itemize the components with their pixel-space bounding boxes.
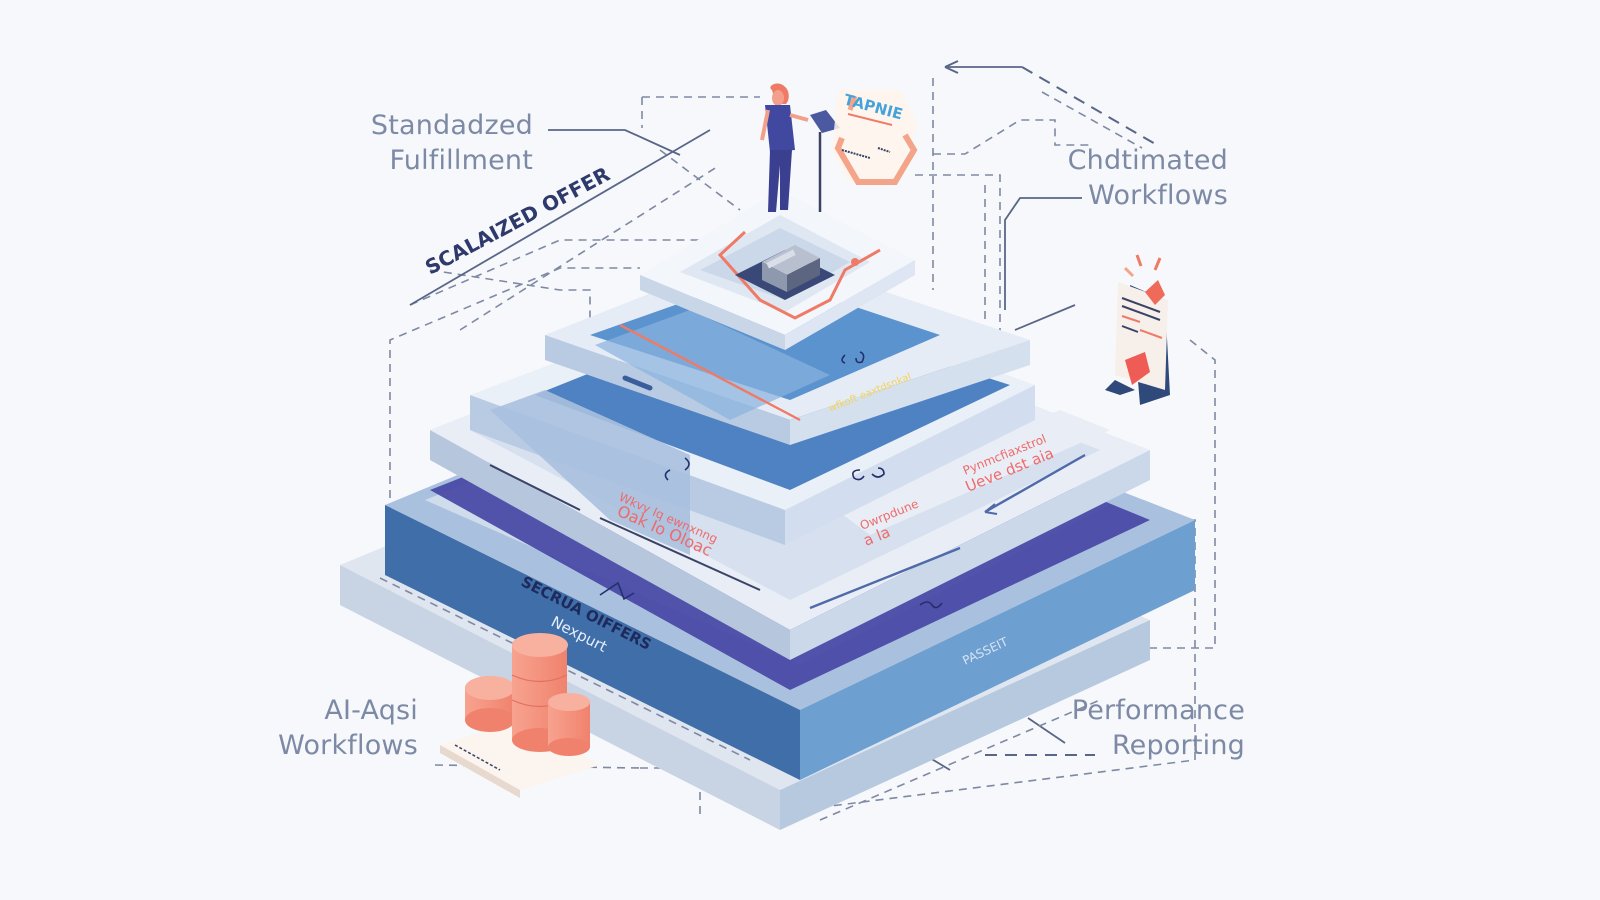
dashed-connector-right-bottom xyxy=(814,519,1196,809)
arrow-head-icon xyxy=(984,503,998,515)
top-platform xyxy=(640,190,915,350)
callout-performance-reporting: Performance Reporting xyxy=(1040,693,1245,763)
callout-leader-top-right xyxy=(1004,197,1082,310)
dashed-connector-top-right-2 xyxy=(1041,91,1143,149)
callout-line-1: Standadzed xyxy=(370,110,533,141)
tablet-icon xyxy=(810,110,840,133)
scribble-icon xyxy=(841,351,865,364)
callout-leader-top-left xyxy=(548,129,681,156)
callout-leader-perf xyxy=(1027,717,1066,744)
dashed-connector-left xyxy=(389,267,640,610)
document-alert-icon xyxy=(1105,254,1170,405)
dashed-connector-right-frame xyxy=(1100,339,1216,649)
callout-ai-workflows: AI-Aqsi Workflows xyxy=(250,693,418,763)
scribble-icon xyxy=(919,601,943,609)
connector-to-document xyxy=(1014,304,1076,331)
dashed-connector-left-2 xyxy=(409,239,720,306)
offer-banner-label: SCALAIZED OFFER xyxy=(421,162,614,280)
scribble-icon xyxy=(664,457,690,481)
person-torso xyxy=(765,105,795,152)
dashed-connector-top-right xyxy=(1021,66,1158,146)
dashed-connector-left-3 xyxy=(429,269,591,330)
base-dashed-line xyxy=(379,577,751,761)
callout-line-1: AI-Aqsi xyxy=(324,695,418,726)
dashed-connector-bump xyxy=(933,119,1090,155)
dashed-connector-diag xyxy=(459,164,721,331)
callout-line-2: Workflows xyxy=(278,730,418,761)
callout-line-2: Workflows xyxy=(1088,180,1228,211)
person-figure xyxy=(760,83,840,212)
callout-line-1: Chdtimated xyxy=(1067,145,1228,176)
offer-banner-underline xyxy=(409,129,711,306)
dashed-connector-person xyxy=(659,149,741,211)
arrow-head-left-icon xyxy=(944,60,959,74)
callout-standardized-fulfillment: Standadzed Fulfillment xyxy=(330,108,533,178)
scribble-icon xyxy=(599,581,635,601)
dashed-connector-right-2 xyxy=(915,174,1001,339)
callout-automated-workflows: Chdtimated Workflows xyxy=(1040,143,1228,213)
coin-stack-icon xyxy=(440,633,600,798)
scribble-icon xyxy=(852,467,885,481)
cable-line xyxy=(717,230,881,320)
person-head xyxy=(772,90,784,106)
callout-line-1: Performance xyxy=(1071,695,1245,726)
callout-line-2: Reporting xyxy=(1111,730,1245,761)
connector-lines xyxy=(389,60,1216,820)
callout-line-2: Fulfillment xyxy=(389,145,533,176)
person-legs xyxy=(768,150,792,212)
hexagon-sign: TAPNIE xyxy=(832,90,918,185)
server-device-icon xyxy=(762,245,820,292)
